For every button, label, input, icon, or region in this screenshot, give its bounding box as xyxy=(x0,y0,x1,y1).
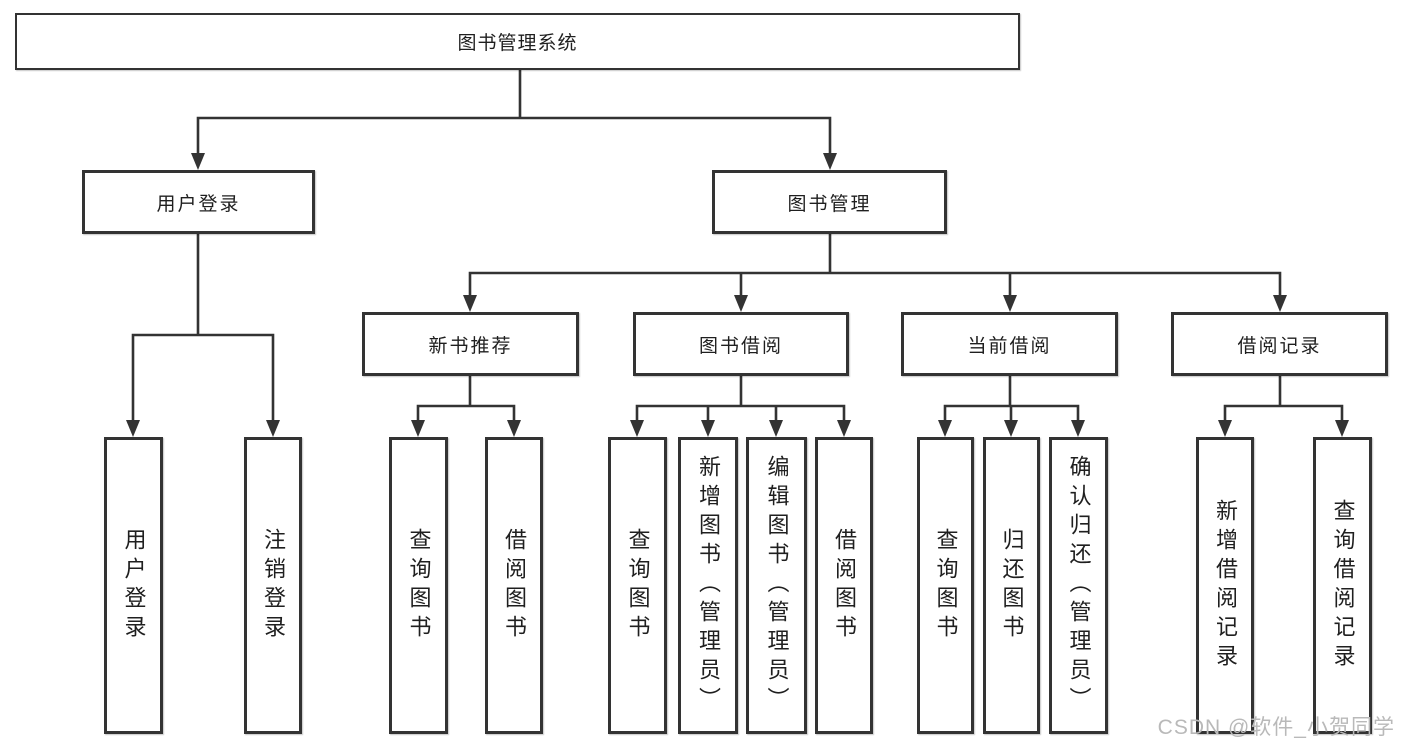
leaf-return-books: 归还图书 xyxy=(983,437,1040,734)
leaf-query-books-recommend-label: 查询图书 xyxy=(406,527,432,644)
leaf-borrow-books-recommend-label: 借阅图书 xyxy=(502,527,527,644)
leaf-query-books-borrow-label: 查询图书 xyxy=(625,527,651,644)
arrowhead-icon xyxy=(1273,295,1287,312)
node-book-management: 图书管理 xyxy=(712,170,947,234)
leaf-add-books-admin: 新增图书（管理员） xyxy=(678,437,738,734)
csdn-watermark: CSDN @软件_小贺同学 xyxy=(1157,716,1395,739)
leaf-borrow-books: 借阅图书 xyxy=(815,437,873,734)
connector-borrow-records xyxy=(1223,374,1344,422)
node-book-management-label: 图书管理 xyxy=(787,193,872,215)
node-new-book-recommend: 新书推荐 xyxy=(362,312,579,376)
arrowhead-icon xyxy=(1004,420,1018,437)
node-new-book-recommend-label: 新书推荐 xyxy=(428,335,513,357)
leaf-query-borrow-record-label: 查询借阅记录 xyxy=(1330,498,1356,673)
arrowhead-icon xyxy=(734,295,748,312)
arrowhead-icon xyxy=(191,153,205,170)
node-book-borrow: 图书借阅 xyxy=(633,312,849,376)
leaf-user-login: 用户登录 xyxy=(104,437,163,734)
leaf-query-borrow-record: 查询借阅记录 xyxy=(1313,437,1372,734)
node-borrow-records: 借阅记录 xyxy=(1171,312,1388,376)
leaf-edit-books-admin-label: 编辑图书（管理员） xyxy=(764,455,790,716)
connector-new-book-recommend xyxy=(416,374,516,422)
leaf-confirm-return-admin-label: 确认归还（管理员） xyxy=(1066,455,1092,716)
leaf-query-books-recommend: 查询图书 xyxy=(389,437,448,734)
leaf-query-books-current-label: 查询图书 xyxy=(933,527,959,644)
arrowhead-icon xyxy=(411,420,425,437)
leaf-borrow-books-label: 借阅图书 xyxy=(832,527,857,644)
leaf-logout: 注销登录 xyxy=(244,437,302,734)
node-user-login: 用户登录 xyxy=(82,170,315,234)
node-root-label: 图书管理系统 xyxy=(457,33,578,54)
connector-book-management xyxy=(468,232,1282,297)
arrowhead-icon xyxy=(837,420,851,437)
leaf-add-books-admin-label: 新增图书（管理员） xyxy=(696,455,721,716)
node-book-borrow-label: 图书借阅 xyxy=(698,335,783,357)
leaf-query-books-current: 查询图书 xyxy=(917,437,974,734)
node-root: 图书管理系统 xyxy=(15,13,1020,70)
arrowhead-icon xyxy=(701,420,715,437)
node-borrow-records-label: 借阅记录 xyxy=(1237,335,1322,357)
arrowhead-icon xyxy=(1071,420,1085,437)
leaf-add-borrow-record-label: 新增借阅记录 xyxy=(1213,498,1238,673)
arrowhead-icon xyxy=(823,153,837,170)
leaf-user-login-label: 用户登录 xyxy=(121,527,147,644)
connector-root xyxy=(196,68,832,155)
leaf-edit-books-admin: 编辑图书（管理员） xyxy=(746,437,807,734)
leaf-confirm-return-admin: 确认归还（管理员） xyxy=(1049,437,1108,734)
arrowhead-icon xyxy=(1335,420,1349,437)
connector-user-login xyxy=(131,232,275,422)
leaf-borrow-books-recommend: 借阅图书 xyxy=(485,437,543,734)
arrowhead-icon xyxy=(769,420,783,437)
arrowhead-icon xyxy=(1003,295,1017,312)
connector-book-borrow xyxy=(635,374,846,422)
leaf-return-books-label: 归还图书 xyxy=(999,527,1025,644)
arrowhead-icon xyxy=(126,420,140,437)
node-user-login-label: 用户登录 xyxy=(156,193,241,215)
arrowhead-icon xyxy=(463,295,477,312)
node-current-borrow-label: 当前借阅 xyxy=(967,335,1052,357)
connector-current-borrow xyxy=(943,374,1080,422)
leaf-add-borrow-record: 新增借阅记录 xyxy=(1196,437,1254,734)
arrowhead-icon xyxy=(938,420,952,437)
leaf-logout-label: 注销登录 xyxy=(261,527,286,644)
arrowhead-icon xyxy=(630,420,644,437)
arrowhead-icon xyxy=(507,420,521,437)
leaf-query-books-borrow: 查询图书 xyxy=(608,437,667,734)
arrowhead-icon xyxy=(266,420,280,437)
node-current-borrow: 当前借阅 xyxy=(901,312,1118,376)
arrowhead-icon xyxy=(1218,420,1232,437)
